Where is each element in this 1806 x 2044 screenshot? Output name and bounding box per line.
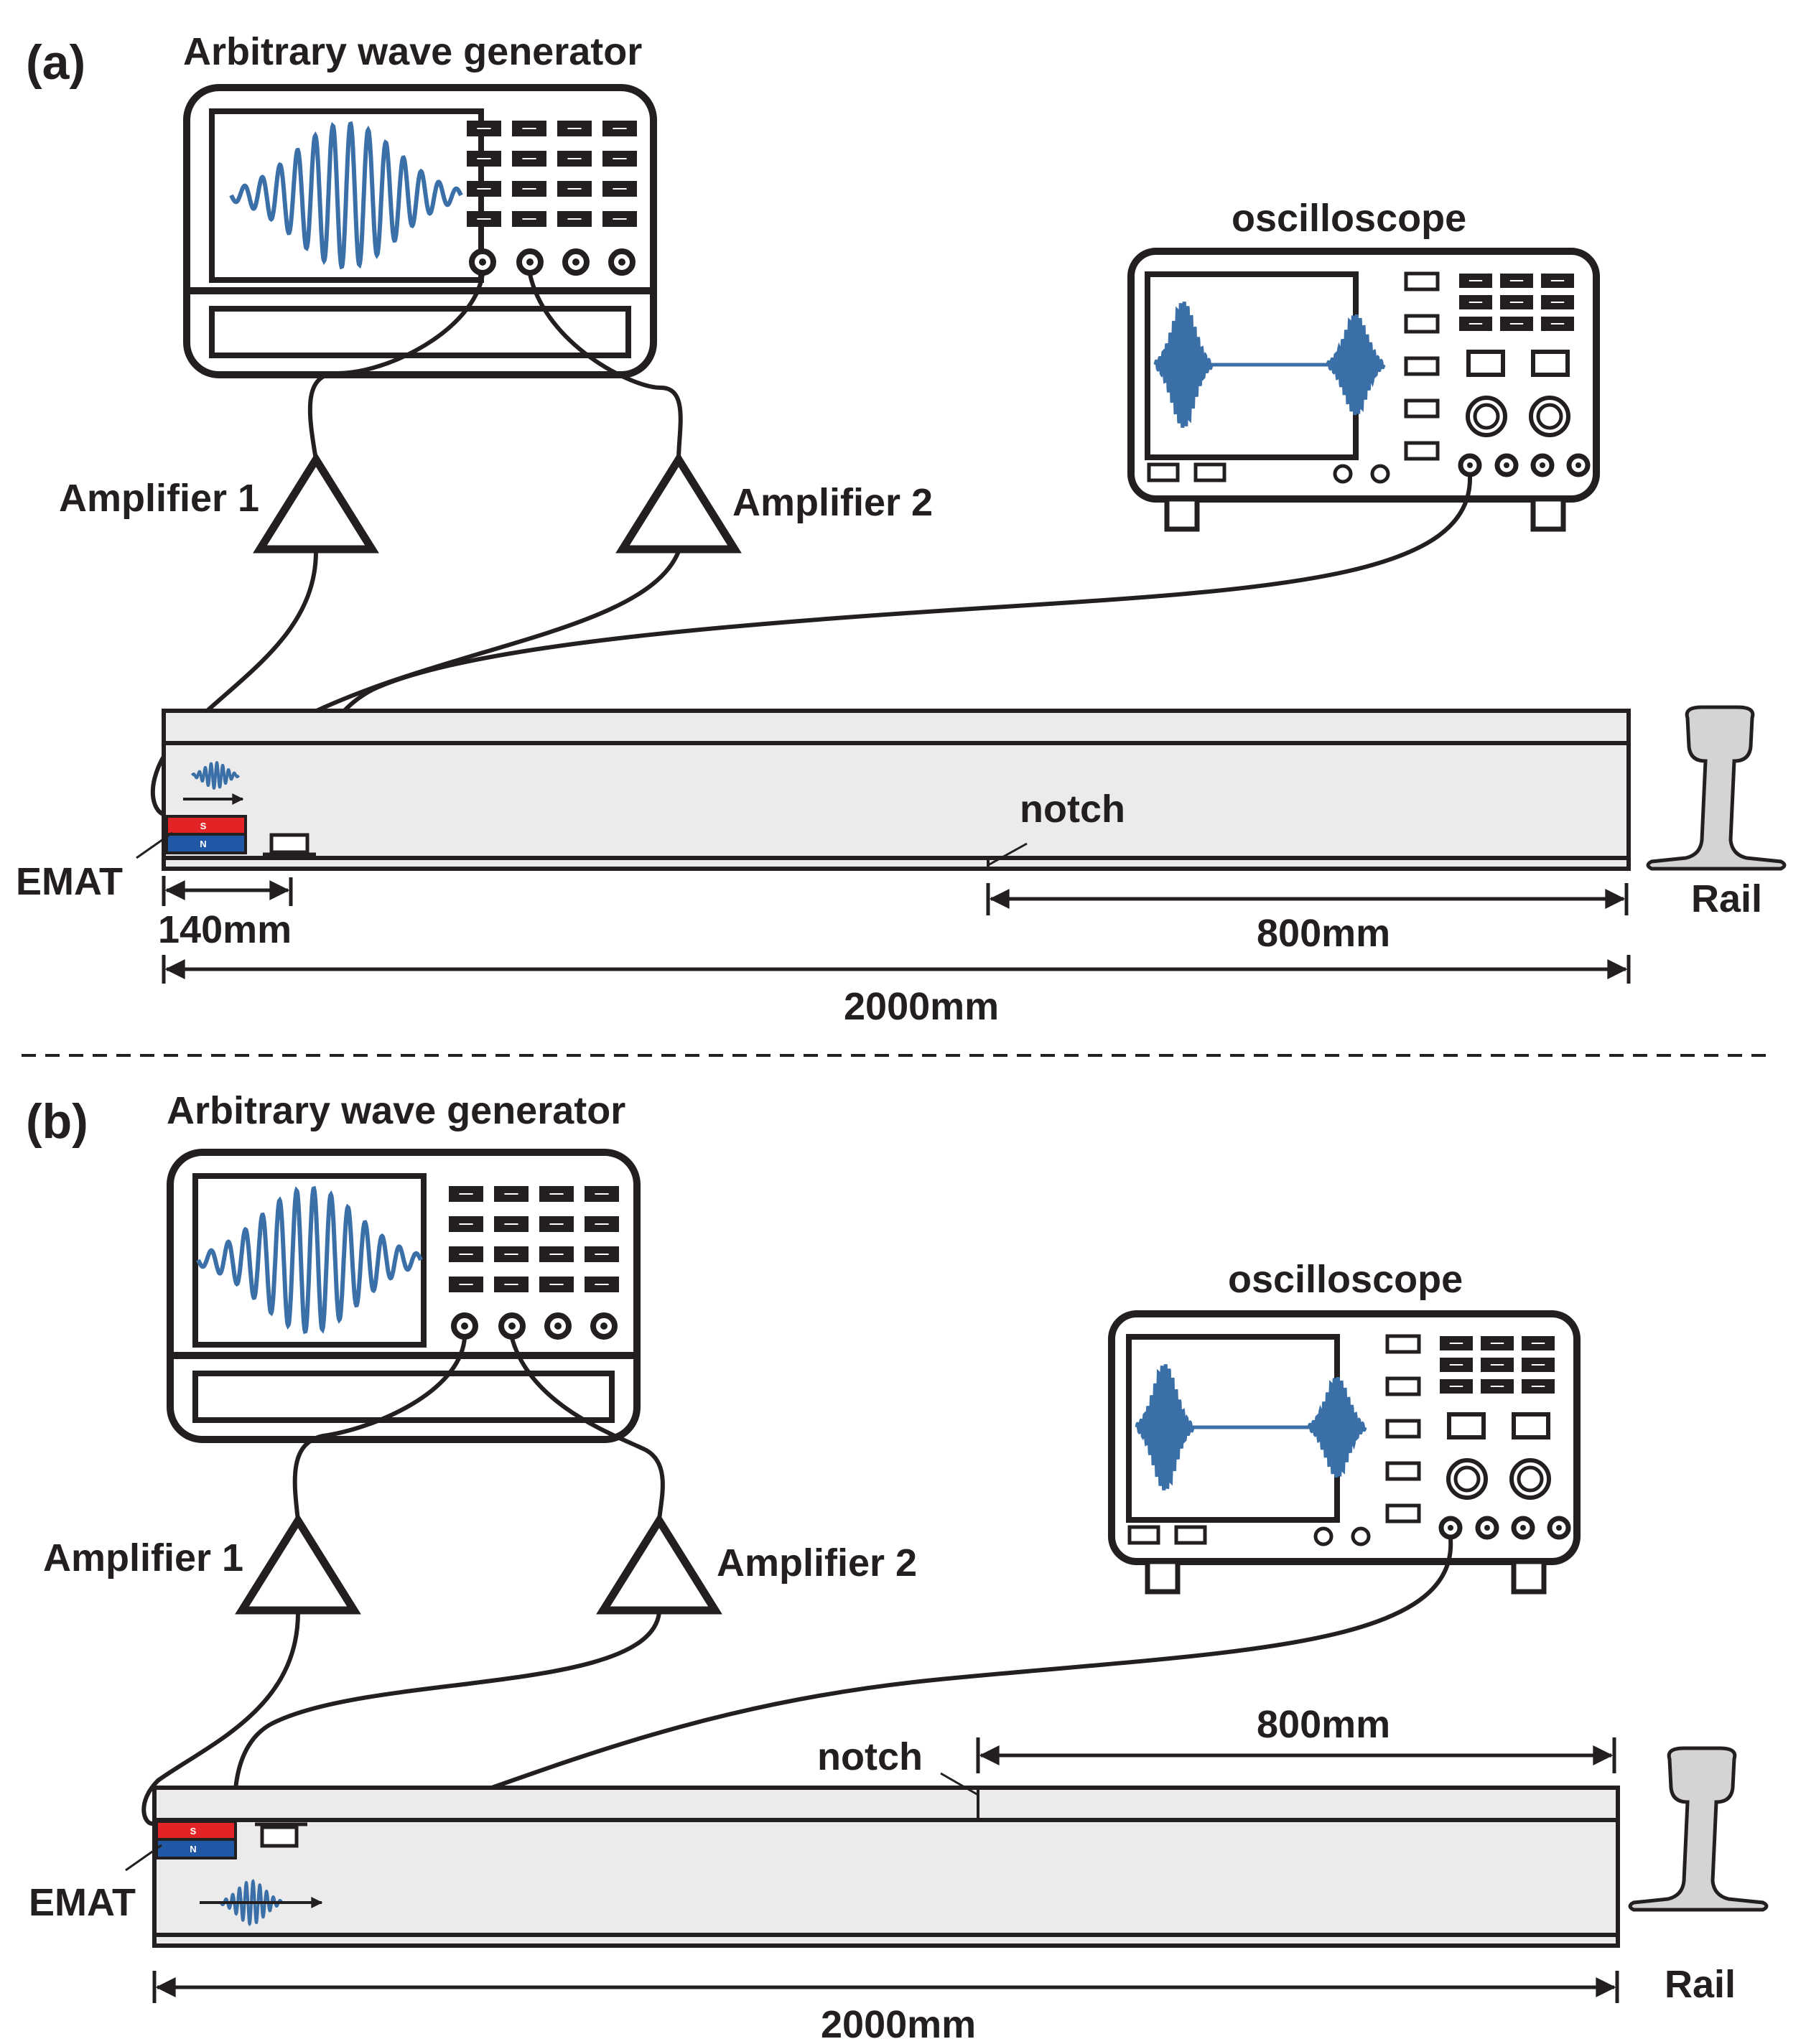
wave-generator: Arbitrary wave generator: [167, 1089, 641, 1443]
magnet-s-label: S: [200, 821, 207, 831]
amplifier-2-label: Amplifier 2: [732, 481, 933, 524]
dim-2000-label: 2000mm: [821, 2003, 976, 2040]
amplifier-1-label: Amplifier 1: [43, 1536, 243, 1579]
amplifier-2: Amplifier 2: [615, 452, 933, 554]
generator-keypad: [467, 121, 637, 227]
receiver-sensor: [255, 1822, 307, 1848]
scope-side-buttons: [1404, 271, 1440, 461]
receiver-sensor: [263, 833, 316, 857]
rail-beam: [152, 1786, 1620, 1948]
scope-side-buttons: [1385, 1334, 1421, 1523]
scope-keypad: [1459, 274, 1574, 331]
amplifier-2-label: Amplifier 2: [717, 1541, 917, 1585]
oscilloscope: oscilloscope: [1108, 1258, 1581, 1595]
generator-label: Arbitrary wave generator: [183, 30, 642, 73]
panel-a: (a) Arbitrary wave generator oscilloscop…: [16, 30, 1787, 1028]
rail-label: Rail: [1691, 877, 1762, 920]
emat-magnet: S N: [155, 1820, 237, 1859]
panel-label: (b): [26, 1094, 88, 1149]
emat-label: EMAT: [16, 860, 123, 903]
guided-wave-packet: [191, 761, 240, 790]
amplifier-2: Amplifier 2: [596, 1513, 917, 1615]
magnet-n-label: N: [190, 1844, 196, 1854]
scope-keypad: [1440, 1336, 1555, 1394]
generator-output-ports: [469, 248, 636, 276]
rail-cross-section-icon: [1646, 705, 1787, 871]
rail-beam: [162, 709, 1631, 871]
notch-label: notch: [817, 1735, 923, 1778]
dim-800-label: 800mm: [1257, 1703, 1390, 1746]
generator-label: Arbitrary wave generator: [167, 1089, 625, 1132]
rail-label: Rail: [1665, 1963, 1736, 2006]
amplifier-1-label: Amplifier 1: [59, 477, 259, 520]
oscilloscope-label: oscilloscope: [1232, 197, 1466, 240]
dimension-lines: [162, 876, 1631, 984]
dimension-lines: [152, 1737, 1619, 2003]
generator-keypad: [449, 1186, 619, 1292]
emat-label: EMAT: [29, 1881, 136, 1924]
scope-input-ports: [1458, 453, 1591, 477]
magnet-s-label: S: [190, 1826, 197, 1837]
dim-2000-label: 2000mm: [844, 985, 999, 1028]
panel-b: (b) Arbitrary wave generator oscilloscop…: [26, 1089, 1769, 2044]
panel-label: (a): [26, 35, 85, 90]
amplifier-1: Amplifier 1: [59, 452, 379, 554]
amplifier-1: Amplifier 1: [43, 1513, 361, 1615]
oscilloscope-label: oscilloscope: [1228, 1258, 1463, 1301]
scope-input-ports: [1438, 1516, 1571, 1540]
oscilloscope: oscilloscope: [1127, 197, 1600, 532]
dim-800-label: 800mm: [1257, 912, 1390, 955]
emat-magnet: S N: [165, 815, 247, 854]
wave-generator: Arbitrary wave generator: [183, 30, 657, 378]
burst-waveform: [229, 121, 463, 270]
rail-cross-section-icon: [1628, 1746, 1769, 1912]
dim-140-label: 140mm: [158, 908, 292, 951]
notch-label: notch: [1020, 788, 1125, 831]
magnet-n-label: N: [200, 839, 206, 849]
generator-output-ports: [451, 1312, 618, 1340]
